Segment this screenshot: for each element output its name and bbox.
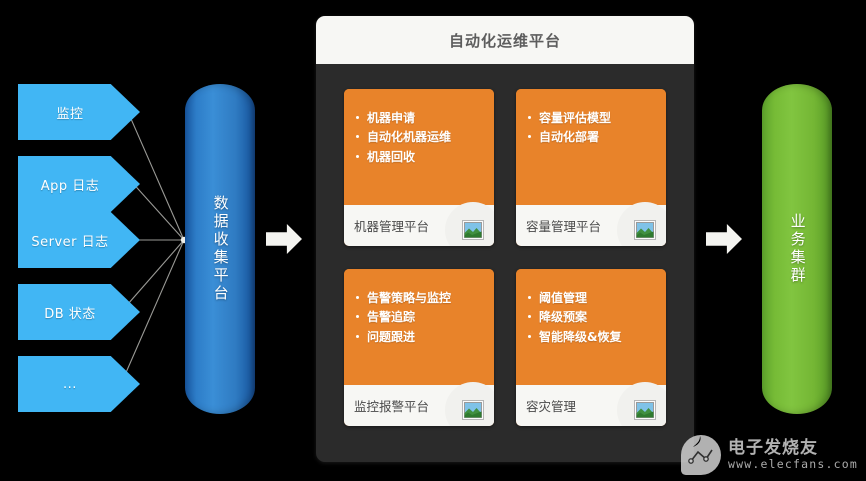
list-item: 智能降级&恢复 xyxy=(526,328,666,347)
card-footer: 监控报警平台 xyxy=(344,382,494,426)
card-bullet-list: 机器申请 自动化机器运维 机器回收 xyxy=(354,109,494,167)
card-footer: 容灾管理 xyxy=(516,382,666,426)
source-chevron-more[interactable]: ... xyxy=(18,356,140,412)
card-footer-label: 容量管理平台 xyxy=(526,219,602,234)
list-item: 问题跟进 xyxy=(354,328,494,347)
image-placeholder-glyph xyxy=(462,220,484,240)
source-label: Server 日志 xyxy=(31,234,109,250)
image-placeholder-glyph xyxy=(462,400,484,420)
image-placeholder-glyph xyxy=(634,220,656,240)
card-disaster-recovery[interactable]: 阈值管理 降级预案 智能降级&恢复 容灾管理 xyxy=(516,269,666,426)
data-collection-platform-cylinder[interactable]: 数据收集平台 xyxy=(185,84,255,414)
card-footer: 机器管理平台 xyxy=(344,202,494,246)
card-bullet-list: 告警策略与监控 告警追踪 问题跟进 xyxy=(354,289,494,347)
connector-line xyxy=(120,239,185,313)
list-item: 阈值管理 xyxy=(526,289,666,308)
source-chevron-app-log[interactable]: App 日志 xyxy=(18,156,140,212)
elecfans-logo-glyph xyxy=(683,436,721,474)
page-title: 自动化运维平台 xyxy=(448,31,561,50)
card-capacity-management[interactable]: 容量评估模型 自动化部署 容量管理平台 xyxy=(516,89,666,246)
list-item: 降级预案 xyxy=(526,308,666,327)
card-bullet-list: 容量评估模型 自动化部署 xyxy=(526,109,666,148)
watermark-url: www.elecfans.com xyxy=(728,456,858,471)
card-footer-label: 监控报警平台 xyxy=(354,399,430,414)
list-item: 告警策略与监控 xyxy=(354,289,494,308)
card-body: 阈值管理 降级预案 智能降级&恢复 xyxy=(516,269,666,385)
list-item: 机器回收 xyxy=(354,148,494,167)
card-body: 机器申请 自动化机器运维 机器回收 xyxy=(344,89,494,205)
business-cluster-label: 业务集群 xyxy=(788,213,807,285)
automation-platform-panel: 自动化运维平台 机器申请 自动化机器运维 机器回收 机器管理平台 xyxy=(316,16,694,462)
card-monitoring-alarm[interactable]: 告警策略与监控 告警追踪 问题跟进 监控报警平台 xyxy=(344,269,494,426)
data-collection-platform-label: 数据收集平台 xyxy=(211,195,230,303)
image-placeholder-glyph xyxy=(634,400,656,420)
source-label: ... xyxy=(63,376,77,392)
image-placeholder-icon xyxy=(445,382,494,426)
image-placeholder-icon xyxy=(617,382,666,426)
source-chevron-monitor[interactable]: 监控 xyxy=(18,84,140,140)
card-body: 告警策略与监控 告警追踪 问题跟进 xyxy=(344,269,494,385)
source-label: 监控 xyxy=(56,106,84,122)
source-label: App 日志 xyxy=(40,178,100,194)
platform-card-grid: 机器申请 自动化机器运维 机器回收 机器管理平台 xyxy=(344,89,666,426)
automation-platform-header: 自动化运维平台 xyxy=(316,16,694,64)
card-bullet-list: 阈值管理 降级预案 智能降级&恢复 xyxy=(526,289,666,347)
list-item: 容量评估模型 xyxy=(526,109,666,128)
business-cluster-cylinder[interactable]: 业务集群 xyxy=(762,84,832,414)
list-item: 自动化机器运维 xyxy=(354,128,494,147)
elecfans-logo-icon xyxy=(681,435,722,475)
card-footer: 容量管理平台 xyxy=(516,202,666,246)
card-body: 容量评估模型 自动化部署 xyxy=(516,89,666,205)
image-placeholder-icon xyxy=(617,202,666,246)
watermark: 电子发烧友 www.elecfans.com xyxy=(681,435,858,475)
source-chevron-server-log[interactable]: Server 日志 xyxy=(18,212,140,268)
source-chevron-db-status[interactable]: DB 状态 xyxy=(18,284,140,340)
card-footer-label: 容灾管理 xyxy=(526,399,577,414)
list-item: 告警追踪 xyxy=(354,308,494,327)
card-machine-management[interactable]: 机器申请 自动化机器运维 机器回收 机器管理平台 xyxy=(344,89,494,246)
list-item: 自动化部署 xyxy=(526,128,666,147)
watermark-brand: 电子发烧友 xyxy=(728,438,819,459)
image-placeholder-icon xyxy=(445,202,494,246)
card-footer-label: 机器管理平台 xyxy=(354,219,430,234)
watermark-text: 电子发烧友 www.elecfans.com xyxy=(728,438,858,471)
list-item: 机器申请 xyxy=(354,109,494,128)
connector-line xyxy=(120,239,185,385)
source-label: DB 状态 xyxy=(44,306,96,322)
